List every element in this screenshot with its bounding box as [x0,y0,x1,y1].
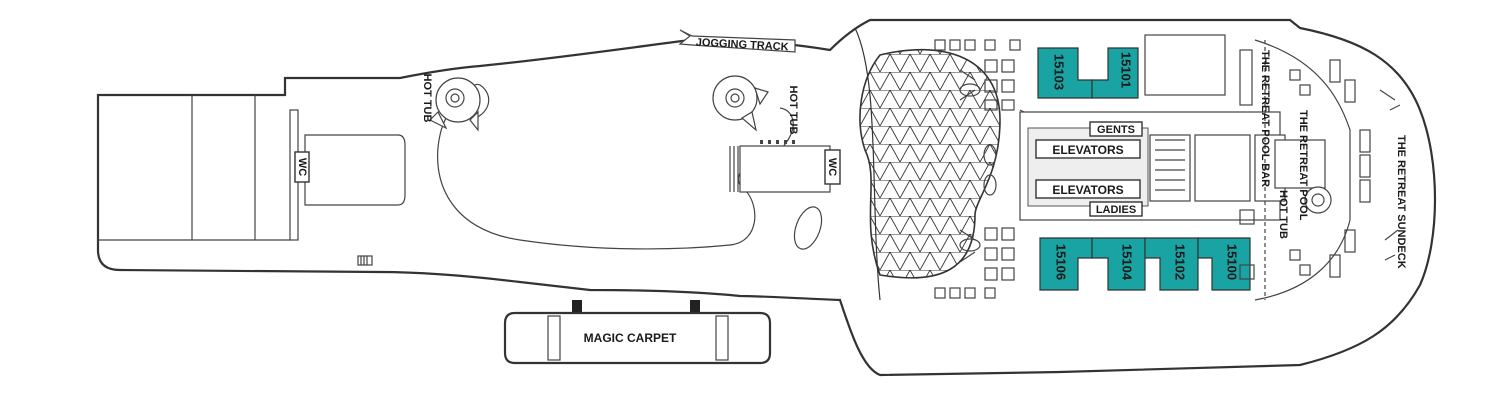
retreat-forward-area [1239,39,1351,301]
cabin-15100[interactable]: 15100 [1197,237,1251,291]
cabin-number: 15100 [1225,244,1240,280]
magic-carpet[interactable]: MAGIC CARPET [503,300,772,365]
cabin-15101[interactable]: 15101 [1091,47,1139,99]
elevators-label-south: ELEVATORS [1052,183,1123,197]
jogging-track-sign: JOGGING TRACK [678,29,796,54]
retreat-sundeck-label: THE RETREAT SUNDECK [1395,135,1407,269]
gents-label: GENTS [1097,124,1135,136]
cabin-number: 15102 [1173,244,1188,280]
wc-label-mid: WC [826,158,838,176]
retreat-pool-label: THE RETREAT POOL [1297,110,1309,221]
hot-tub-mid[interactable]: HOT TUB [712,75,799,135]
hot-tub-aft[interactable]: HOT TUB [421,74,481,132]
cabin-number: 15104 [1120,244,1135,281]
retreat-loungers [1239,59,1401,280]
mid-restroom-block: WC [729,140,841,250]
retreat-pool-bar-area [1144,34,1226,96]
elevator-core: GENTS ELEVATORS ELEVATORS LADIES [1019,111,1286,221]
wc-label-aft: WC [296,158,308,176]
cabin-15103[interactable]: 15103 [1037,47,1093,99]
cabin-number: 15103 [1052,54,1067,90]
hot-tub-label-forward: HOT TUB [1277,190,1289,239]
retreat-pool-bar-label: THE RETREAT POOL BAR [1259,50,1271,187]
jogging-track-label: JOGGING TRACK [695,37,788,54]
hot-tub-label-mid: HOT TUB [787,86,799,135]
ladies-label: LADIES [1096,204,1136,216]
cabin-number: 15106 [1054,244,1069,280]
aft-sundeck-area: WC [98,95,406,266]
magic-carpet-label: MAGIC CARPET [584,331,677,345]
cabin-number: 15101 [1119,52,1134,88]
elevators-label-north: ELEVATORS [1052,143,1123,157]
hot-tub-label-aft: HOT TUB [421,74,433,123]
cabin-15104[interactable]: 15104 [1091,237,1146,291]
deck-hull-outline [96,18,1437,377]
